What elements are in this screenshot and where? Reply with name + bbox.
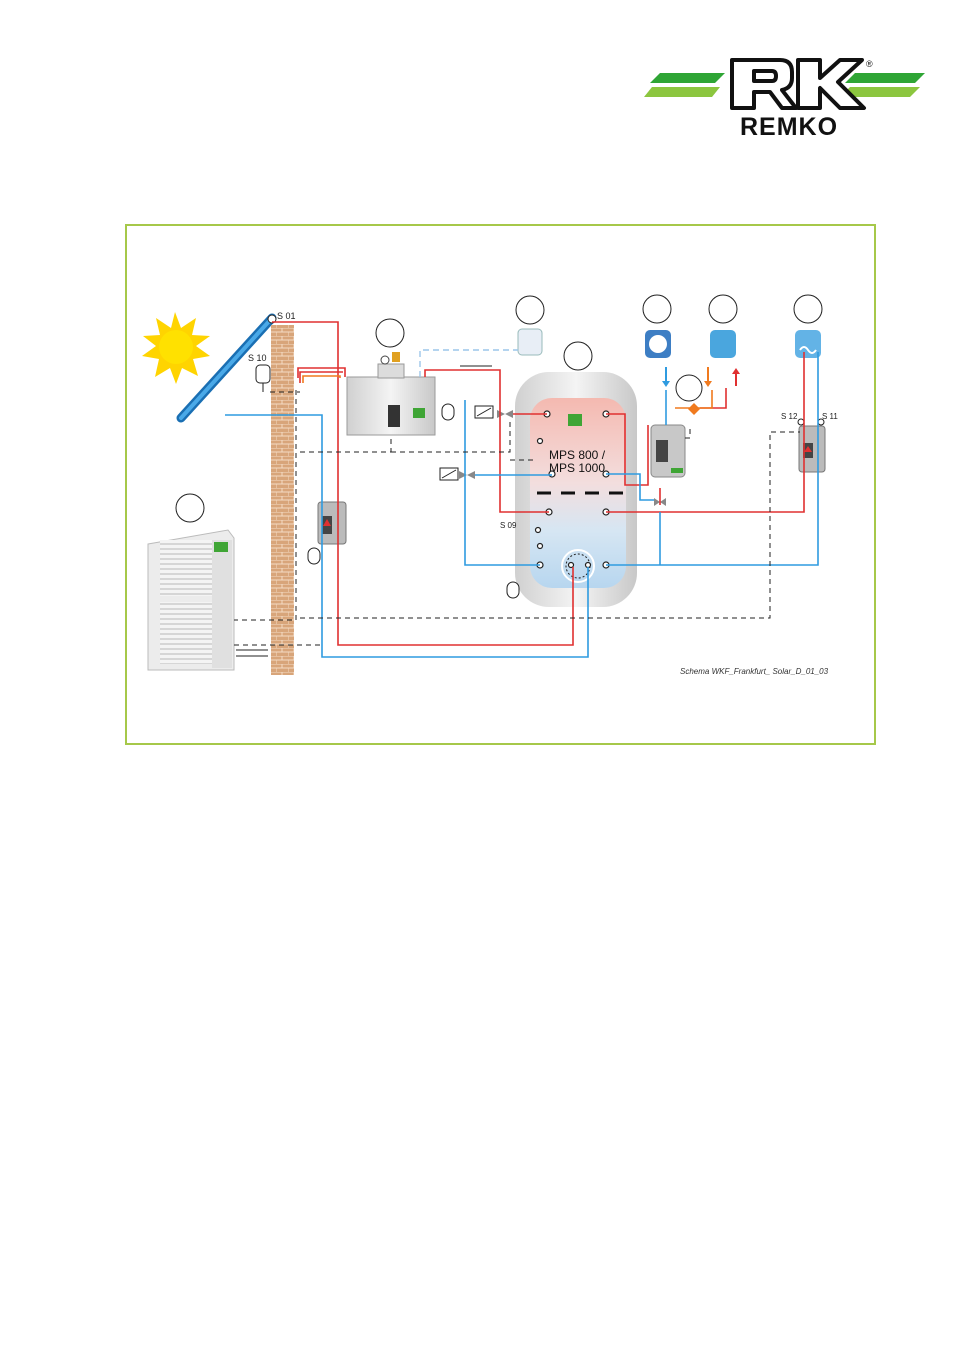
solar-sensor-s10 <box>255 364 271 384</box>
logo-green-stripe-right <box>845 73 925 83</box>
logo-green-stripe-right-light <box>840 87 920 97</box>
dhw-station <box>650 424 686 478</box>
sensor-s01-point <box>267 314 277 324</box>
three-way-valve-lower <box>439 467 475 481</box>
callout-circle-controller <box>515 295 545 325</box>
logo-green-stripe-left-light <box>644 87 720 97</box>
mixing-valve-dhw <box>654 498 666 506</box>
solar-pump-group <box>317 501 347 545</box>
sun-icon <box>142 312 210 384</box>
solar-expansion-vessel <box>307 547 321 565</box>
tank-expansion-vessel <box>506 581 520 599</box>
sensor-s09-label: S 09 <box>500 521 517 530</box>
solar-collector <box>176 313 277 423</box>
storage-tank <box>515 372 637 607</box>
callout-circle-cold-water <box>642 294 672 324</box>
dhw-flow-arrows <box>662 367 740 387</box>
logo-green-stripe-left <box>650 73 725 83</box>
cold-pipes <box>225 352 819 658</box>
tank-label-line1: MPS 800 / <box>549 448 606 462</box>
sensor-s11-label: S 11 <box>822 412 838 421</box>
tank-logo-badge <box>568 414 582 426</box>
house-wall <box>271 325 294 675</box>
shower-icon <box>710 330 736 358</box>
heating-expansion-vessel <box>441 403 455 421</box>
wall-pipe-penetration <box>236 365 492 657</box>
callout-circle-heat-pump <box>175 493 205 523</box>
logo-registered-mark: ® <box>866 59 873 69</box>
underfloor-heating-icon <box>795 330 821 358</box>
schema-caption: Schema WKF_Frankfurt_ Solar_D_01_03 <box>680 667 829 676</box>
tank-label-line2: MPS 1000 <box>549 461 605 475</box>
callout-circle-indoor-unit <box>375 318 405 348</box>
heating-pump-group <box>798 425 826 473</box>
sensor-s01-label: S 01 <box>277 311 296 321</box>
callout-circle-tank <box>563 341 593 371</box>
sensor-s12-label: S 12 <box>781 412 798 421</box>
callout-circle-shower <box>708 294 738 324</box>
remko-logo: ® REMKO <box>644 58 925 140</box>
control-wiring <box>234 390 800 646</box>
controller-icon <box>517 328 543 356</box>
sensor-s10-label: S 10 <box>248 353 267 363</box>
callout-circle-underfloor <box>793 294 823 324</box>
heat-pump-logo-badge <box>214 542 228 552</box>
logo-wordmark: REMKO <box>740 113 838 140</box>
outdoor-heat-pump <box>147 529 235 671</box>
indoor-hydro-unit <box>346 352 436 436</box>
logo-rk-mark <box>730 58 866 110</box>
hot-pipes <box>272 321 805 646</box>
callout-circle-dhw-module <box>675 374 703 402</box>
controller-link <box>419 349 518 377</box>
dhw-circulation-pump <box>688 403 700 415</box>
three-way-valve-upper <box>474 405 513 419</box>
diagram-frame <box>125 224 876 745</box>
dhw-pipes <box>302 375 713 409</box>
